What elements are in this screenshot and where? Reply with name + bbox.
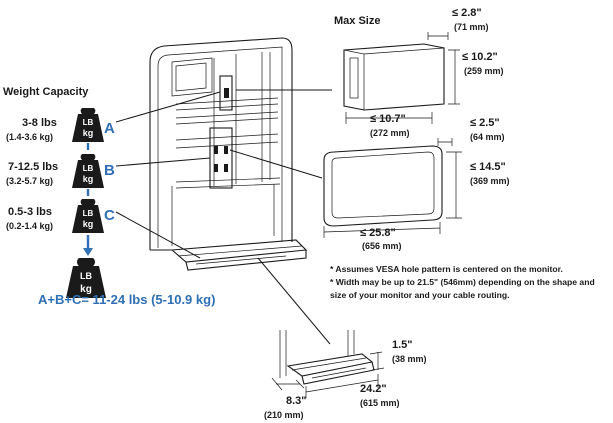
svg-text:kg: kg	[83, 174, 94, 184]
tray-height-in: 1.5"	[392, 339, 413, 351]
letter-a: A	[104, 120, 115, 137]
max-size-title: Max Size	[334, 15, 380, 27]
note-vesa: * Assumes VESA hole pattern is centered …	[330, 264, 563, 274]
svg-text:kg: kg	[83, 128, 94, 138]
letter-b: B	[104, 162, 115, 179]
svg-text:LB: LB	[80, 271, 92, 281]
tray-height-mm: (38 mm)	[392, 354, 427, 364]
weight-capacity-title: Weight Capacity	[3, 86, 89, 98]
weight-total: A+B+C= 11-24 lbs (5-10.9 kg)	[38, 292, 215, 307]
tray-depth-in: 8.3"	[286, 395, 307, 407]
mount-illustration	[115, 37, 332, 345]
weight-sum-arrows	[83, 143, 93, 256]
note-width: * Width may be up to 21.5" (546mm) depen…	[330, 277, 595, 287]
weight-a-lbs: 3-8 lbs	[22, 117, 57, 129]
svg-text:kg: kg	[80, 284, 92, 295]
weight-c-lbs: 0.5-3 lbs	[8, 206, 52, 218]
a-width-in: ≤ 10.7"	[370, 113, 406, 125]
footnotes: * Assumes VESA hole pattern is centered …	[330, 264, 595, 300]
tray-width-mm: (615 mm)	[360, 398, 400, 408]
svg-text:LB: LB	[83, 118, 94, 127]
a-depth-mm: (71 mm)	[454, 22, 489, 32]
svg-text:LB: LB	[83, 209, 94, 218]
weight-capacity-panel: Weight Capacity 3-8 lbs (1.4-3.6 kg) LB …	[3, 86, 215, 307]
a-height-in: ≤ 10.2"	[462, 51, 498, 63]
svg-text:kg: kg	[83, 219, 94, 229]
a-height-mm: (259 mm)	[464, 66, 504, 76]
weight-a-icon: LB kg	[72, 108, 104, 142]
weight-a-kg: (1.4-3.6 kg)	[6, 132, 53, 142]
weight-c-icon: LB kg	[72, 199, 104, 233]
note-width-cont: size of your monitor and your cable rout…	[330, 290, 510, 300]
svg-text:LB: LB	[83, 164, 94, 173]
tray-width-in: 24.2"	[360, 383, 387, 395]
a-depth-in: ≤ 2.8"	[452, 7, 482, 19]
weight-c-kg: (0.2-1.4 kg)	[6, 221, 53, 231]
weight-b-lbs: 7-12.5 lbs	[8, 161, 58, 173]
b-width-in: ≤ 25.8"	[360, 227, 396, 239]
tray-depth-mm: (210 mm)	[264, 410, 304, 420]
tray-detail: 1.5" (38 mm) 24.2" (615 mm) 8.3" (210 mm…	[264, 330, 427, 420]
letter-c: C	[104, 207, 115, 224]
b-depth-in: ≤ 2.5"	[470, 117, 500, 129]
weight-total-icon: LB kg	[66, 258, 106, 298]
b-height-in: ≤ 14.5"	[470, 161, 506, 173]
monitor-b-dimensions: ≤ 2.5" (64 mm) ≤ 14.5" (369 mm) ≤ 25.8" …	[323, 117, 510, 251]
monitor-a-dimensions: Max Size ≤ 2.8" (71 mm) ≤ 10.2" (259 mm)…	[334, 7, 504, 138]
b-width-mm: (656 mm)	[362, 241, 402, 251]
b-height-mm: (369 mm)	[470, 176, 510, 186]
a-width-mm: (272 mm)	[370, 128, 410, 138]
b-depth-mm: (64 mm)	[470, 132, 505, 142]
weight-b-kg: (3.2-5.7 kg)	[6, 176, 53, 186]
weight-b-icon: LB kg	[72, 154, 104, 188]
